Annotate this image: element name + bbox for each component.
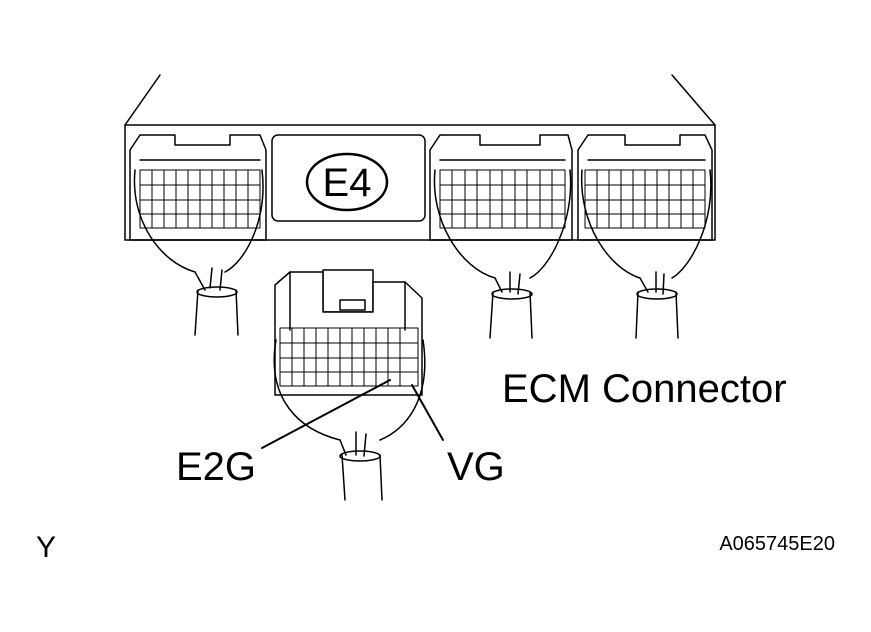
- ecm-connector-2: [429, 134, 573, 339]
- e2g-leader-line: [261, 379, 391, 449]
- ecm-connector-1: [129, 134, 267, 336]
- pin-label-e2g: E2G: [176, 445, 256, 489]
- figure-code: A065745E20: [719, 533, 835, 555]
- vg-leader-line: [411, 384, 444, 441]
- ecm-plug-connector: [273, 269, 426, 501]
- ecm-connector-caption: ECM Connector: [502, 367, 787, 411]
- ecm-housing: [124, 74, 716, 241]
- ecm-connector-3: [577, 134, 713, 339]
- corner-mark: Y: [36, 531, 56, 564]
- e4-label-plate: [271, 134, 426, 222]
- connector-id-label: E4: [323, 161, 372, 205]
- pin-label-vg: VG: [447, 445, 505, 489]
